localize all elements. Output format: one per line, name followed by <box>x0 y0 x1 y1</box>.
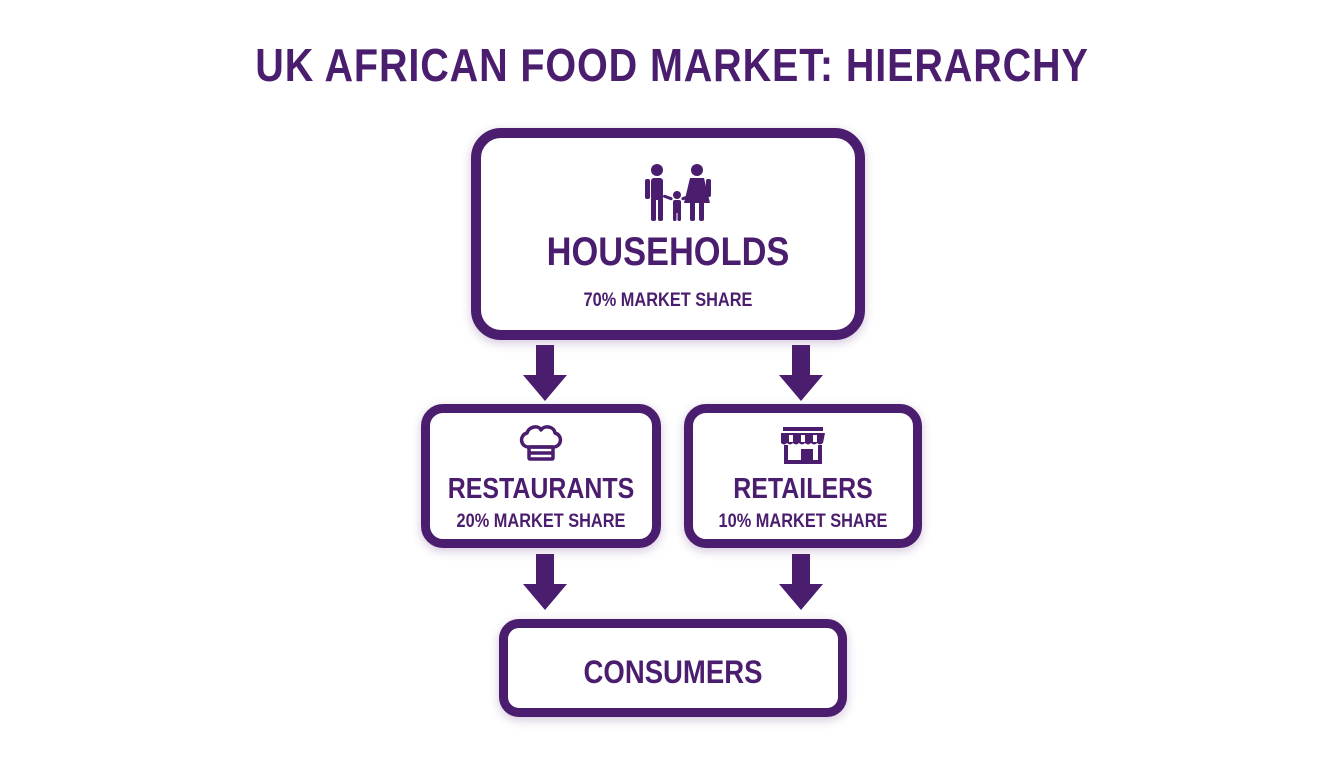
retailers-node: RETAILERS 10% MARKET SHARE <box>684 404 922 548</box>
storefront-icon <box>779 425 827 470</box>
restaurants-node: RESTAURANTS 20% MARKET SHARE <box>421 404 661 548</box>
restaurants-label: RESTAURANTS <box>447 473 635 505</box>
households-share: 70% MARKET SHARE <box>583 290 753 311</box>
chef-hat-icon <box>517 425 565 468</box>
retailers-share: 10% MARKET SHARE <box>718 511 888 532</box>
arrow-households-to-restaurants <box>523 345 567 401</box>
restaurants-share: 20% MARKET SHARE <box>456 511 626 532</box>
households-label: HOUSEHOLDS <box>546 230 790 274</box>
consumers-label: CONSUMERS <box>583 654 763 690</box>
arrow-retailers-to-consumers <box>779 554 823 610</box>
arrow-households-to-retailers <box>779 345 823 401</box>
households-node: HOUSEHOLDS 70% MARKET SHARE <box>471 128 865 340</box>
page-title: UK AFRICAN FOOD MARKET: HIERARCHY <box>255 39 1089 91</box>
family-icon <box>643 163 713 230</box>
retailers-label: RETAILERS <box>733 473 873 505</box>
consumers-node: CONSUMERS <box>499 619 847 717</box>
arrow-restaurants-to-consumers <box>523 554 567 610</box>
